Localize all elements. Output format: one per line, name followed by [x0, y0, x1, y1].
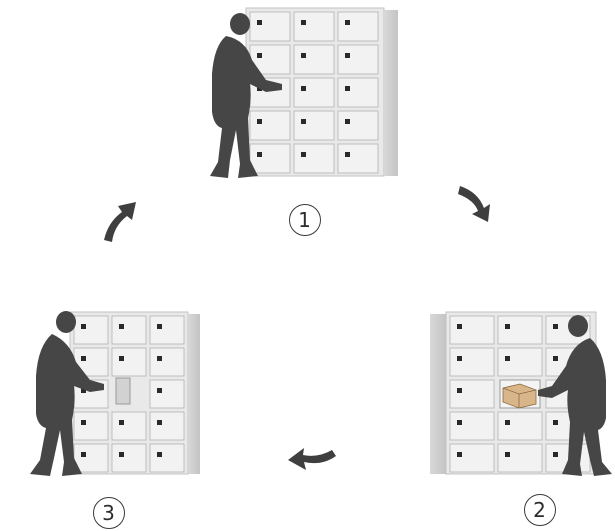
locker-door — [450, 412, 494, 440]
open-locker-door — [116, 378, 130, 404]
locker-door — [150, 348, 184, 376]
lock-icon — [345, 86, 350, 91]
locker-door — [338, 144, 378, 173]
locker-door — [450, 380, 494, 408]
locker-door — [498, 412, 542, 440]
locker-door — [338, 45, 378, 74]
locker-door — [74, 444, 108, 472]
locker-door — [338, 78, 378, 107]
lock-icon — [81, 356, 86, 361]
locker-door — [294, 144, 334, 173]
lock-icon — [345, 53, 350, 58]
lock-icon — [157, 452, 162, 457]
locker-door — [338, 111, 378, 140]
lock-icon — [457, 388, 462, 393]
locker-door — [150, 412, 184, 440]
locker-door — [450, 444, 494, 472]
lock-icon — [457, 420, 462, 425]
locker-door — [294, 111, 334, 140]
parcel-icon — [500, 380, 540, 408]
lock-icon — [119, 452, 124, 457]
locker-door — [294, 12, 334, 41]
locker-door — [450, 348, 494, 376]
locker-door — [150, 380, 184, 408]
lock-icon — [301, 152, 306, 157]
lock-icon — [345, 152, 350, 157]
step-3-label: 3 — [93, 497, 127, 531]
locker-cabinet — [70, 312, 200, 474]
lock-icon — [257, 119, 262, 124]
locker-door — [150, 444, 184, 472]
step-1-label: 1 — [289, 204, 323, 238]
arrow-step2-to-step3 — [288, 448, 336, 470]
locker-door — [150, 316, 184, 344]
lock-icon — [157, 324, 162, 329]
lock-icon — [505, 356, 510, 361]
locker-door — [338, 12, 378, 41]
locker-door — [450, 316, 494, 344]
lock-icon — [257, 152, 262, 157]
lock-icon — [301, 53, 306, 58]
scene-step-2 — [430, 312, 612, 476]
lock-icon — [457, 356, 462, 361]
lock-icon — [81, 452, 86, 457]
arrow-step3-to-step1 — [104, 202, 136, 242]
locker-door — [112, 316, 146, 344]
lock-icon — [119, 324, 124, 329]
locker-door — [498, 444, 542, 472]
locker-door — [250, 144, 290, 173]
lock-icon — [119, 420, 124, 425]
locker-door — [498, 348, 542, 376]
lock-icon — [301, 86, 306, 91]
lock-icon — [345, 20, 350, 25]
lock-icon — [157, 420, 162, 425]
locker-cabinet — [246, 8, 398, 176]
lock-icon — [119, 356, 124, 361]
lock-icon — [505, 324, 510, 329]
lock-icon — [553, 356, 558, 361]
lock-icon — [301, 119, 306, 124]
lock-icon — [157, 356, 162, 361]
locker-door — [294, 45, 334, 74]
arrow-step1-to-step2 — [458, 186, 490, 222]
lock-icon — [457, 452, 462, 457]
locker-door — [498, 316, 542, 344]
locker-door — [112, 412, 146, 440]
lock-icon — [81, 420, 86, 425]
lock-icon — [257, 20, 262, 25]
lock-icon — [505, 420, 510, 425]
locker-door — [250, 111, 290, 140]
lock-icon — [345, 119, 350, 124]
lock-icon — [553, 324, 558, 329]
locker-door — [74, 412, 108, 440]
lock-icon — [157, 388, 162, 393]
scene-step-3 — [30, 311, 200, 476]
locker-door — [250, 12, 290, 41]
lock-icon — [553, 452, 558, 457]
lock-icon — [505, 452, 510, 457]
locker-door — [112, 444, 146, 472]
step-2-label: 2 — [524, 494, 558, 528]
locker-door — [74, 316, 108, 344]
scene-step-1 — [210, 8, 398, 178]
lock-icon — [553, 420, 558, 425]
lock-icon — [457, 324, 462, 329]
lock-icon — [81, 324, 86, 329]
lock-icon — [257, 53, 262, 58]
locker-door — [294, 78, 334, 107]
lock-icon — [301, 20, 306, 25]
locker-door — [112, 348, 146, 376]
